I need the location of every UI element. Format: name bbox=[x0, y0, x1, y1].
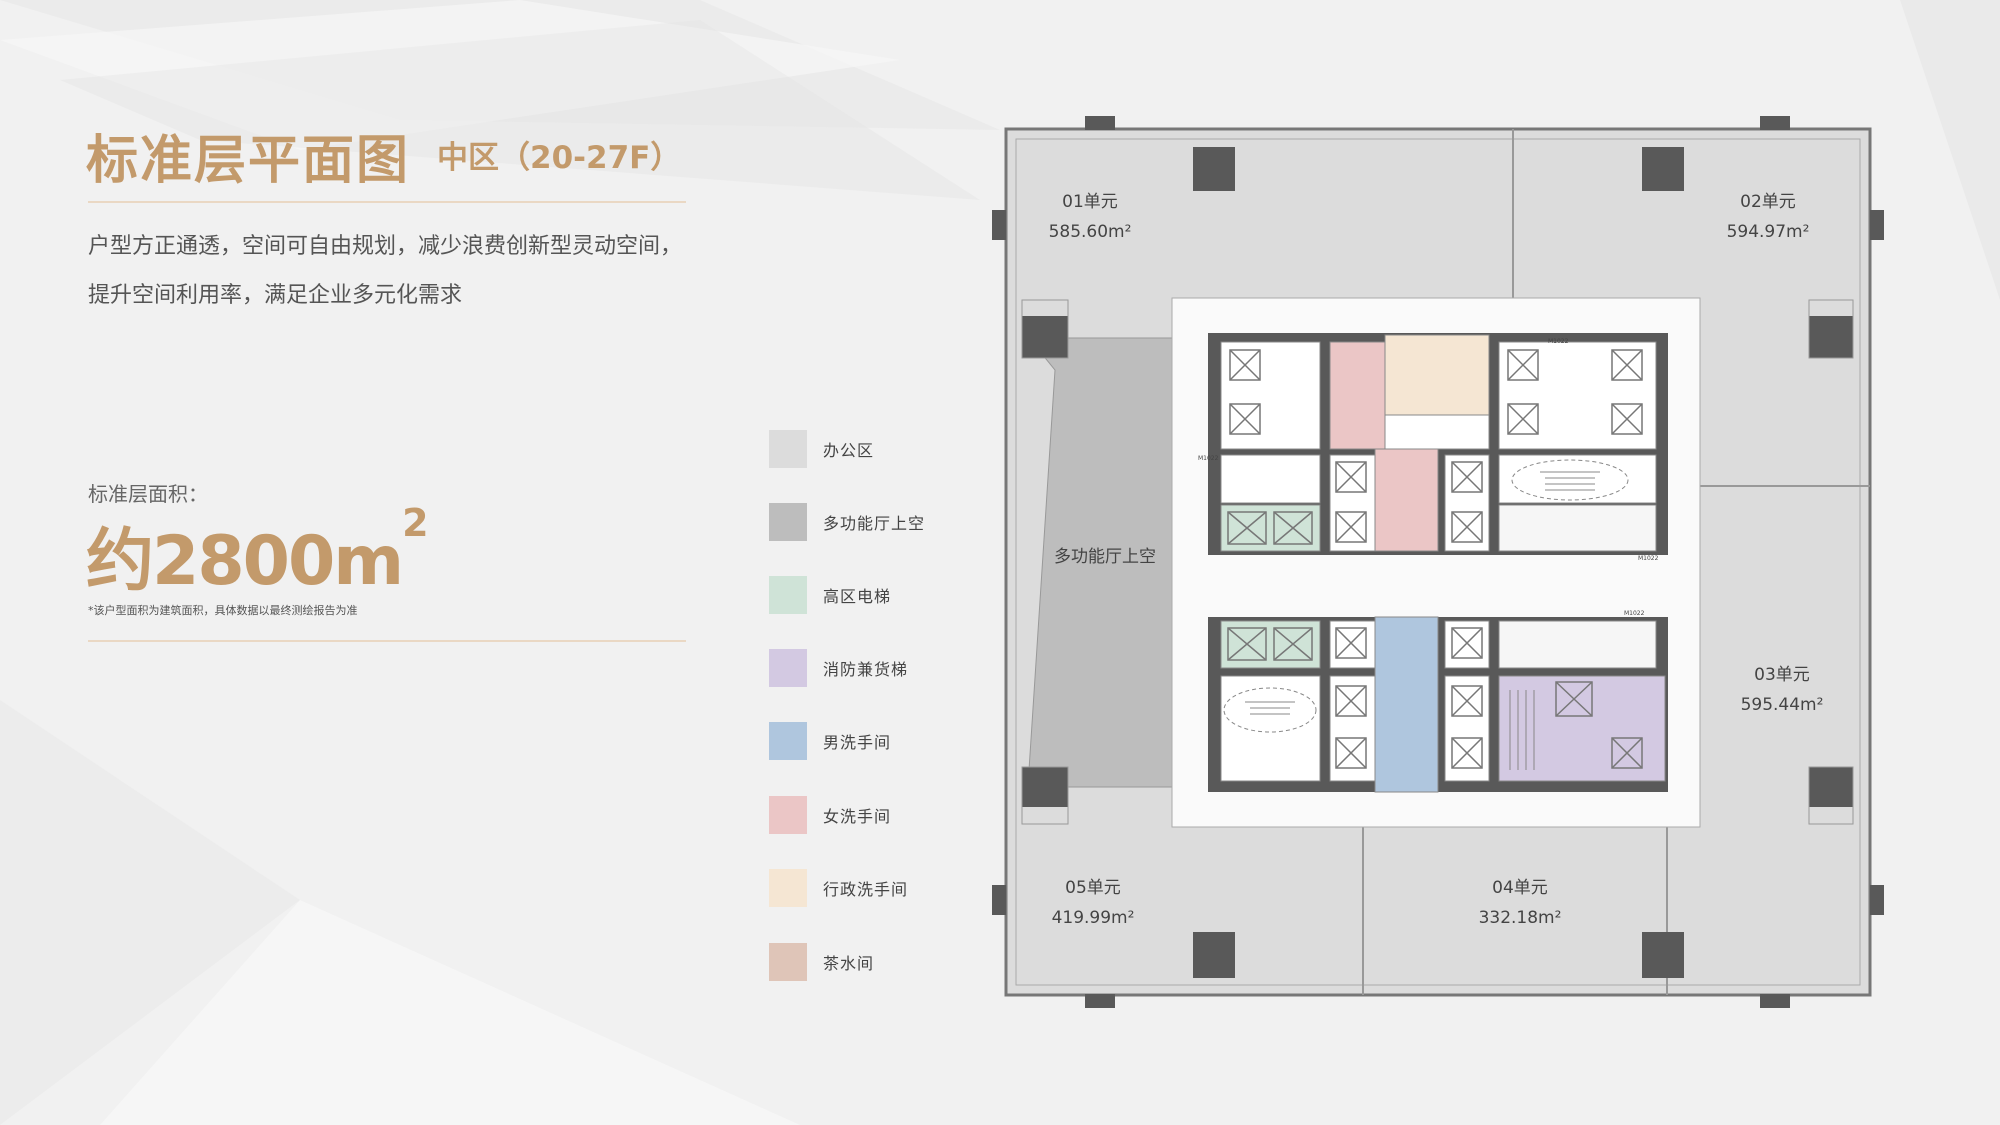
structural-columns bbox=[1022, 147, 1853, 978]
door-tag: M1022 bbox=[1198, 455, 1219, 462]
elevator-icon bbox=[1611, 737, 1643, 769]
door-tag: M1022 bbox=[1624, 610, 1645, 617]
unit-03-area: 595.44m² bbox=[1741, 695, 1824, 715]
curtain-wall bbox=[1015, 138, 1861, 986]
area-footnote: *该户型面积为建筑面积，具体数据以最终测绘报告为准 bbox=[88, 604, 358, 617]
unit-05-name: 05单元 bbox=[1065, 878, 1121, 898]
unit-02-area: 594.97m² bbox=[1727, 222, 1810, 242]
elevator-icon bbox=[1273, 511, 1313, 545]
page-title: 标准层平面图 bbox=[86, 131, 411, 191]
floor-area-number: 约2800m bbox=[86, 522, 404, 601]
legend-item-office: 办公区 bbox=[769, 430, 874, 468]
elevator-icon bbox=[1451, 511, 1483, 543]
elevator-icon bbox=[1611, 403, 1643, 435]
legend-label: 茶水间 bbox=[823, 954, 875, 973]
elevator-icon bbox=[1335, 461, 1367, 493]
description-line-1: 户型方正通透，空间可自由规划，减少浪费创新型灵动空间， bbox=[88, 234, 683, 259]
column-outlines bbox=[1021, 299, 1854, 825]
legend-item-womens-restroom: 女洗手间 bbox=[769, 796, 891, 834]
elevator-icon bbox=[1507, 349, 1539, 381]
page-subtitle: 中区（20-27F） bbox=[437, 140, 682, 176]
legend-label: 办公区 bbox=[823, 441, 875, 460]
unit-02-name: 02单元 bbox=[1740, 192, 1796, 212]
unit-05-area: 419.99m² bbox=[1052, 908, 1135, 928]
area-divider bbox=[88, 640, 686, 642]
unit-01-area: 585.60m² bbox=[1049, 222, 1132, 242]
unit-01-name: 01单元 bbox=[1062, 192, 1118, 212]
description-line-2: 提升空间利用率，满足企业多元化需求 bbox=[88, 283, 463, 308]
legend-swatch bbox=[769, 796, 807, 834]
door-tag: M1022 bbox=[1638, 555, 1659, 562]
legend-swatch bbox=[769, 869, 807, 907]
elevator-icon bbox=[1229, 349, 1261, 381]
door-tag: M1022 bbox=[1548, 338, 1569, 345]
elevator-icon bbox=[1335, 511, 1367, 543]
legend-swatch bbox=[769, 430, 807, 468]
facade-fins bbox=[992, 116, 1884, 1008]
void-label: 多功能厅上空 bbox=[1054, 547, 1156, 567]
elevator-icon bbox=[1227, 627, 1267, 661]
stair-icons bbox=[1223, 459, 1629, 770]
stair-icon bbox=[1509, 690, 1535, 770]
legend-swatch bbox=[769, 576, 807, 614]
legend-label: 女洗手间 bbox=[823, 807, 892, 826]
elevator-icon bbox=[1335, 685, 1367, 717]
elevator-icon bbox=[1507, 403, 1539, 435]
elevator-icon bbox=[1335, 737, 1367, 769]
elevator-icon bbox=[1335, 627, 1367, 659]
legend-label: 多功能厅上空 bbox=[823, 514, 926, 533]
elevator-icon bbox=[1273, 627, 1313, 661]
legend-swatch bbox=[769, 943, 807, 981]
legend-swatch bbox=[769, 722, 807, 760]
floor-area-value: 约2800m2 bbox=[86, 501, 429, 604]
legend-swatch bbox=[769, 649, 807, 687]
title-divider bbox=[88, 201, 686, 203]
elevator-icon bbox=[1451, 737, 1483, 769]
core-rooms bbox=[1208, 334, 1668, 793]
elevator-icon bbox=[1229, 403, 1261, 435]
legend-item-executive-restroom: 行政洗手间 bbox=[769, 869, 908, 907]
elevator-icons bbox=[1227, 349, 1643, 769]
legend-label: 行政洗手间 bbox=[823, 880, 909, 899]
legend-label: 高区电梯 bbox=[823, 587, 892, 606]
elevator-icon bbox=[1611, 349, 1643, 381]
unit-04-name: 04单元 bbox=[1492, 878, 1548, 898]
unit-03-name: 03单元 bbox=[1754, 665, 1810, 685]
floor-area-unit-sup: 2 bbox=[402, 501, 428, 545]
legend-item-multifunction-void: 多功能厅上空 bbox=[769, 503, 925, 541]
legend-item-mens-restroom: 男洗手间 bbox=[769, 722, 891, 760]
legend-label: 消防兼货梯 bbox=[823, 660, 909, 679]
elevator-icon bbox=[1451, 461, 1483, 493]
legend-swatch bbox=[769, 503, 807, 541]
elevator-icon bbox=[1227, 511, 1267, 545]
legend-item-high-zone-elevator: 高区电梯 bbox=[769, 576, 891, 614]
elevator-icon bbox=[1555, 681, 1593, 717]
legend-item-pantry: 茶水间 bbox=[769, 943, 874, 981]
legend-label: 男洗手间 bbox=[823, 733, 892, 752]
elevator-icon bbox=[1451, 627, 1483, 659]
legend-item-fire-freight-elevator: 消防兼货梯 bbox=[769, 649, 908, 687]
unit-04-area: 332.18m² bbox=[1479, 908, 1562, 928]
stair-icon bbox=[1223, 687, 1317, 733]
elevator-icon bbox=[1451, 685, 1483, 717]
floor-area-label: 标准层面积： bbox=[88, 482, 208, 506]
stair-icon bbox=[1511, 459, 1629, 501]
